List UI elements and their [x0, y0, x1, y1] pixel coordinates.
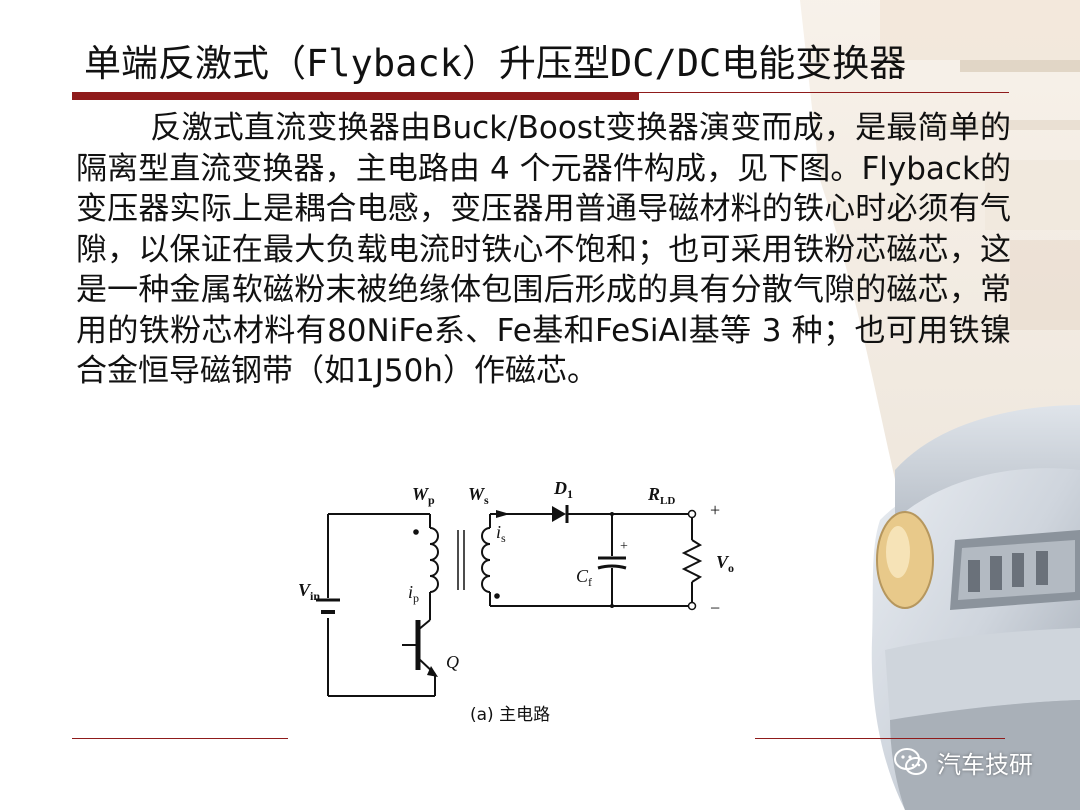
- label-output-plus: +: [710, 500, 720, 520]
- body-paragraph: 反激式直流变换器由Buck/Boost变换器演变而成，是最简单的隔离型直流变换器…: [76, 108, 1011, 392]
- label-vin: Vin: [298, 580, 320, 603]
- label-ws: Ws: [468, 484, 489, 507]
- footer-rule-right: [755, 738, 1005, 739]
- circuit-caption: (a) 主电路: [470, 705, 550, 725]
- label-cf: Cf: [576, 566, 592, 589]
- junction-dot-top: [610, 512, 614, 516]
- primary-polarity-dot: [413, 529, 419, 535]
- cap-plate-bottom: [597, 564, 627, 570]
- output-terminal-positive: [687, 509, 697, 519]
- label-wp: Wp: [412, 484, 435, 507]
- watermark-text: 汽车技研: [937, 750, 1033, 779]
- label-q: Q: [446, 652, 459, 672]
- title-underline-thick: [72, 92, 639, 100]
- label-output-minus: −: [710, 598, 720, 618]
- primary-winding: [429, 527, 439, 593]
- label-rld: RLD: [647, 484, 675, 507]
- label-ip: ip: [408, 582, 419, 605]
- transistor-emitter-arrow: [427, 666, 438, 677]
- junction-dot-bottom: [610, 604, 614, 608]
- slide-title: 单端反激式（Flyback）升压型DC/DC电能变换器: [84, 42, 907, 85]
- diode-triangle: [552, 506, 566, 522]
- label-d1: D1: [553, 478, 573, 501]
- output-terminal-negative: [687, 601, 697, 611]
- transistor-collector: [417, 619, 431, 631]
- flyback-circuit-diagram: Vin Wp Ws D1 RLD is ip Cf + Vo Q + − (a)…: [298, 478, 734, 725]
- title-underline-thin: [639, 92, 1009, 93]
- label-cf-plus: +: [620, 539, 628, 554]
- resistor-zigzag: [681, 539, 703, 583]
- secondary-polarity-dot: [494, 593, 500, 599]
- label-is: is: [496, 522, 506, 545]
- secondary-winding: [481, 527, 491, 593]
- watermark: 汽车技研: [893, 742, 1033, 782]
- wechat-icon: [894, 748, 927, 775]
- body-paragraph-text: 反激式直流变换器由Buck/Boost变换器演变而成，是最简单的隔离型直流变换器…: [76, 110, 1011, 389]
- current-arrow-is: [496, 510, 510, 518]
- footer-rule-left: [72, 738, 288, 739]
- label-vo: Vo: [716, 552, 734, 575]
